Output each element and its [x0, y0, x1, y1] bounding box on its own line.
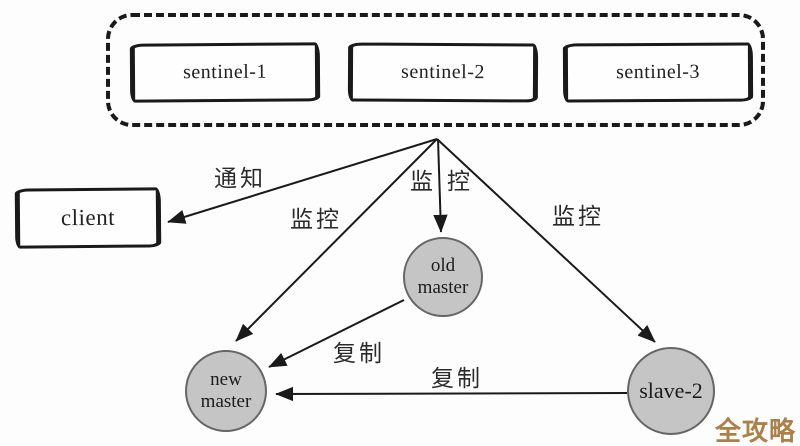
arrow-monitor-slave-2: [436, 138, 656, 343]
arrow-monitor-old-master: [433, 138, 448, 233]
sentinel-3-box: sentinel-3: [562, 42, 754, 103]
sentinel-cluster-border: [106, 13, 765, 127]
sentinel-3-label: sentinel-3: [616, 60, 700, 84]
edge-label-monitor-old-master: 监控: [410, 169, 484, 194]
old-master-label-line1: old: [430, 254, 456, 276]
watermark: 全攻略: [714, 416, 796, 446]
sentinel-1-box: sentinel-1: [129, 42, 321, 103]
sentinel-2-box: sentinel-2: [347, 42, 539, 103]
arrow-notify-client: [167, 138, 438, 224]
old-master-label-line2: master: [417, 277, 469, 298]
edge-label-monitor-slave-2: 监控: [552, 204, 604, 229]
edge-label-monitor-new-master: 监控: [290, 207, 342, 232]
client-box: client: [14, 187, 162, 249]
arrow-replicate-old-to-new: [268, 299, 405, 368]
new-master-node: new master: [185, 350, 267, 432]
client-label: client: [60, 204, 116, 231]
arrow-monitor-new-master: [235, 138, 438, 342]
edge-label-replicate-slave-to-new: 复制: [431, 366, 483, 391]
sentinel-1-label: sentinel-1: [182, 60, 268, 84]
arrow-replicate-slave-to-new: [275, 386, 628, 402]
slave-2-label: slave-2: [639, 378, 703, 404]
edge-label-replicate-old-to-new: 复制: [333, 341, 385, 366]
old-master-node: old master: [403, 237, 483, 317]
sentinel-2-label: sentinel-2: [401, 60, 485, 84]
edge-label-notify: 通知: [214, 166, 266, 191]
slave-2-node: slave-2: [627, 347, 715, 435]
new-master-label-line2: master: [200, 391, 252, 412]
new-master-label-line1: new: [210, 368, 242, 390]
